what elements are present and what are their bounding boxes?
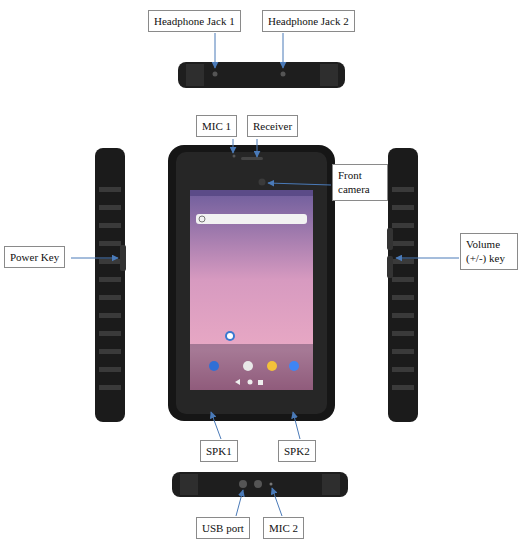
part-label: MIC 2 (269, 521, 298, 535)
callout-box: Volume (+/-) key (460, 233, 518, 270)
callout-box: Headphone Jack 1 (148, 10, 241, 32)
callout-box: SPK2 (278, 440, 316, 462)
callout-box: MIC 1 (196, 115, 237, 137)
callout-box: Receiver (247, 115, 298, 137)
callout-box: SPK1 (200, 440, 238, 462)
part-label: Power Key (10, 250, 59, 264)
callout-box: MIC 2 (263, 517, 304, 539)
callout-box: Power Key (4, 246, 65, 268)
part-label: MIC 1 (202, 119, 231, 133)
part-label: Headphone Jack 2 (268, 14, 349, 28)
part-label: Front camera (338, 168, 382, 197)
callout-box: Front camera (332, 164, 388, 201)
part-label: Headphone Jack 1 (154, 14, 235, 28)
part-label: Receiver (253, 119, 292, 133)
callout-box: USB port (196, 517, 250, 539)
part-label: SPK2 (284, 444, 310, 458)
part-label: Volume (+/-) key (466, 237, 512, 266)
part-label: SPK1 (206, 444, 232, 458)
callout-box: Headphone Jack 2 (262, 10, 355, 32)
part-label: USB port (202, 521, 244, 535)
